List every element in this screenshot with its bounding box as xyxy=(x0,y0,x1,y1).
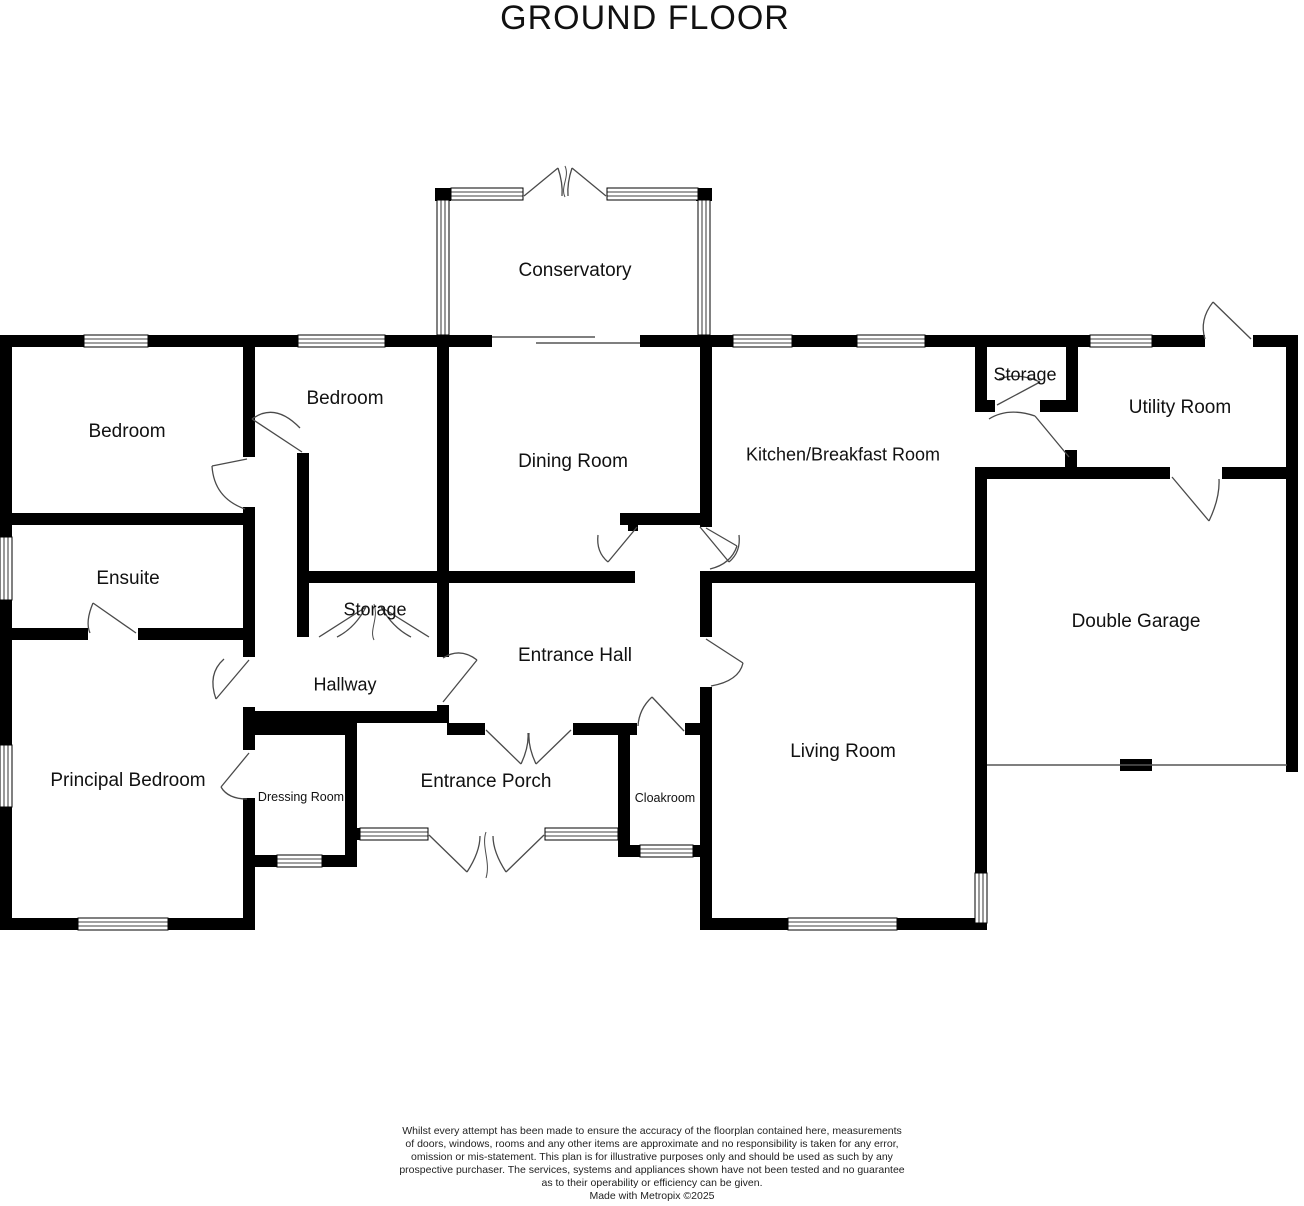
window xyxy=(787,917,898,931)
door-bedroom-middle xyxy=(251,411,303,453)
door-principal-bedroom xyxy=(212,658,250,700)
door-cloakroom xyxy=(637,696,685,732)
double-door-porch-hall xyxy=(485,729,572,765)
window xyxy=(544,827,619,841)
disclaimer-line: of doors, windows, rooms and any other i… xyxy=(405,1138,899,1150)
window xyxy=(1089,334,1153,348)
window xyxy=(697,199,711,336)
room-label-dressing-room: Dressing Room xyxy=(257,790,345,804)
room-label-bedroom-left: Bedroom xyxy=(88,421,166,442)
window xyxy=(0,744,13,808)
window xyxy=(359,827,429,841)
floorplan-title: GROUND FLOOR xyxy=(500,0,790,37)
window xyxy=(436,199,450,336)
room-label-bedroom-middle: Bedroom xyxy=(306,388,384,409)
double-door-dining xyxy=(597,526,740,563)
door-dressing-room xyxy=(220,752,250,800)
room-label-cloakroom: Cloakroom xyxy=(634,791,696,805)
window xyxy=(606,187,699,201)
window xyxy=(639,844,694,858)
window xyxy=(732,334,793,348)
room-label-double-garage: Double Garage xyxy=(1071,611,1201,632)
window xyxy=(856,334,926,348)
window xyxy=(0,536,13,601)
double-door-storage-middle xyxy=(318,603,430,641)
room-label-entrance-porch: Entrance Porch xyxy=(420,771,552,792)
room-label-utility-room: Utility Room xyxy=(1128,397,1232,418)
disclaimer-line: Whilst every attempt has been made to en… xyxy=(402,1125,902,1137)
room-label-conservatory: Conservatory xyxy=(518,260,632,281)
window xyxy=(450,187,524,201)
room-label-storage-middle: Storage xyxy=(343,599,407,620)
room-label-living-room: Living Room xyxy=(790,741,896,762)
window xyxy=(83,334,149,348)
door-ensuite xyxy=(87,602,137,634)
door-kitchen xyxy=(705,527,738,570)
room-label-hallway: Hallway xyxy=(313,674,377,695)
doors-layer xyxy=(87,165,1252,879)
disclaimer-line: as to their operability or efficiency ca… xyxy=(541,1177,763,1189)
door-storage-top xyxy=(996,375,1041,406)
door-utility-garage xyxy=(1171,476,1220,522)
disclaimer: Whilst every attempt has been made to en… xyxy=(0,1125,1304,1203)
room-label-storage-top: Storage xyxy=(993,364,1057,385)
room-label-ensuite: Ensuite xyxy=(96,568,160,589)
door-kitchen-utility xyxy=(988,411,1070,458)
walls-layer xyxy=(0,188,1298,930)
door-bedroom-left xyxy=(211,458,248,510)
double-door-conservatory xyxy=(523,165,607,198)
disclaimer-credit: Made with Metropix ©2025 xyxy=(589,1190,715,1202)
room-label-entrance-hall: Entrance Hall xyxy=(517,645,633,666)
window xyxy=(297,334,386,348)
double-door-porch-exterior xyxy=(428,831,545,879)
disclaimer-line: prospective purchaser. The services, sys… xyxy=(399,1164,905,1176)
room-label-kitchen-breakfast: Kitchen/Breakfast Room xyxy=(745,444,941,465)
openings-layer xyxy=(492,336,1287,766)
disclaimer-line: omission or mis-statement. This plan is … xyxy=(411,1151,893,1163)
door-living-room xyxy=(705,638,744,687)
windows-layer xyxy=(0,187,1153,931)
window xyxy=(974,872,988,924)
door-utility-exterior xyxy=(1202,301,1252,340)
room-label-dining-room: Dining Room xyxy=(518,451,628,472)
window xyxy=(276,854,323,868)
door-hallway xyxy=(442,652,478,703)
window xyxy=(77,917,169,931)
room-label-principal-bedroom: Principal Bedroom xyxy=(50,770,206,791)
